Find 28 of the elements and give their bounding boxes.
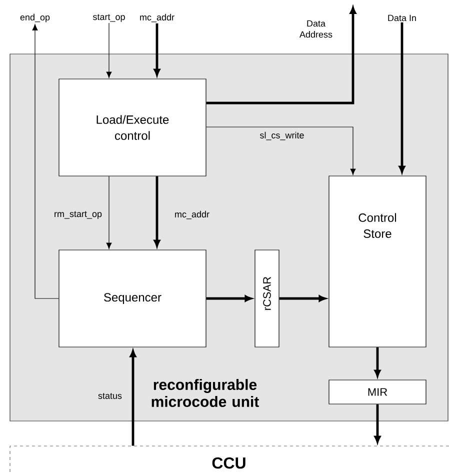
control-box: Load/Execute control xyxy=(58,78,206,176)
arrow xyxy=(206,295,252,302)
edge-label: Data Address xyxy=(300,20,332,38)
arrow xyxy=(154,23,160,76)
edge-label: status xyxy=(98,393,122,399)
arrow xyxy=(398,22,406,173)
arrow xyxy=(154,176,160,247)
arrow xyxy=(374,347,381,377)
signal-label: Data In xyxy=(388,14,416,22)
sequencer-box: Sequencer xyxy=(58,250,206,348)
signal-label: end_op xyxy=(20,14,50,22)
arrow xyxy=(32,24,59,299)
arrow xyxy=(106,176,112,249)
register-box: rCSAR xyxy=(254,250,280,348)
signal-label: start_op xyxy=(93,14,125,22)
arrow xyxy=(206,126,356,175)
register-box: MIR xyxy=(328,380,426,404)
arrow xyxy=(130,350,136,446)
ccu-box: CCU xyxy=(10,446,449,475)
arrow xyxy=(374,404,381,443)
edge-label: sl_cs_write xyxy=(260,132,304,140)
store-box: Control Store xyxy=(328,176,426,348)
edge-label: mc_addr xyxy=(175,210,210,220)
signal-label: mc_addr xyxy=(140,14,174,22)
edge-label: rm_start_op xyxy=(54,211,102,219)
arrow xyxy=(279,295,326,302)
arrow xyxy=(206,6,356,104)
arrow xyxy=(106,22,112,78)
